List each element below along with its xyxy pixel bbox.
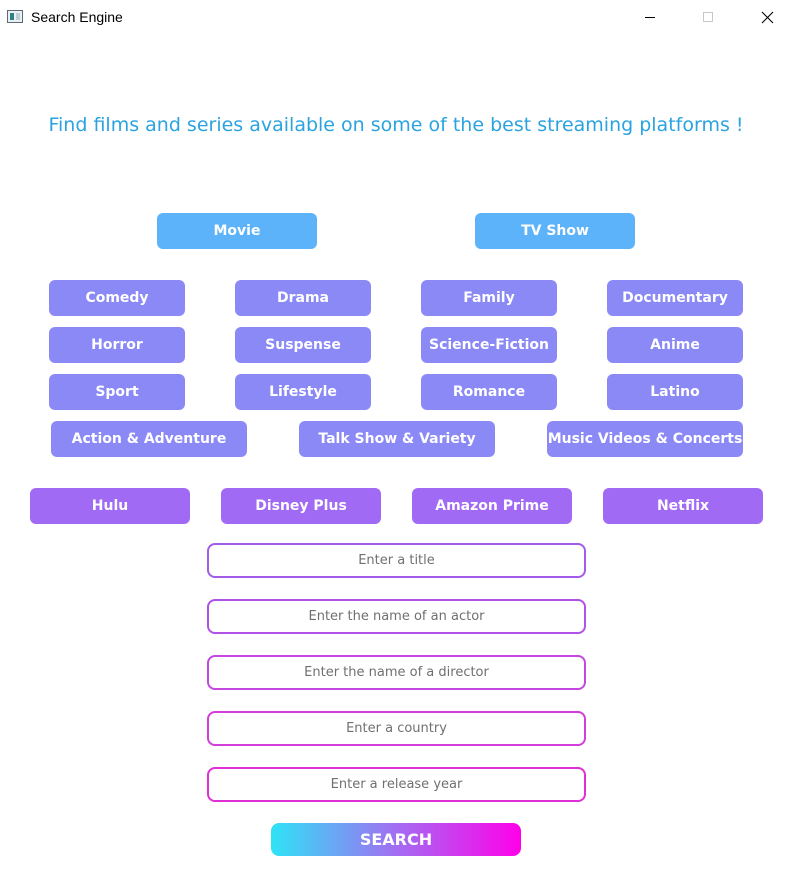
release-year-input[interactable] xyxy=(207,767,586,802)
platform-amazon-prime-button[interactable]: Amazon Prime xyxy=(412,488,572,524)
maximize-icon xyxy=(703,12,713,22)
movie-button[interactable]: Movie xyxy=(157,213,317,249)
genre-comedy-button[interactable]: Comedy xyxy=(49,280,185,316)
genre-action-adventure-button[interactable]: Action & Adventure xyxy=(51,421,247,457)
genre-family-button[interactable]: Family xyxy=(421,280,557,316)
genre-latino-button[interactable]: Latino xyxy=(607,374,743,410)
title-bar: Search Engine xyxy=(0,0,792,34)
search-button[interactable]: SEARCH xyxy=(271,823,521,856)
window-title: Search Engine xyxy=(31,9,123,25)
maximize-button[interactable] xyxy=(685,0,731,34)
country-input[interactable] xyxy=(207,711,586,746)
title-input[interactable] xyxy=(207,543,586,578)
genre-anime-button[interactable]: Anime xyxy=(607,327,743,363)
genre-suspense-button[interactable]: Suspense xyxy=(235,327,371,363)
minimize-button[interactable] xyxy=(627,0,673,34)
genre-talk-show-variety-button[interactable]: Talk Show & Variety xyxy=(299,421,495,457)
actor-input[interactable] xyxy=(207,599,586,634)
genre-horror-button[interactable]: Horror xyxy=(49,327,185,363)
genre-documentary-button[interactable]: Documentary xyxy=(607,280,743,316)
genre-sport-button[interactable]: Sport xyxy=(49,374,185,410)
genre-music-videos-concerts-button[interactable]: Music Videos & Concerts xyxy=(547,421,743,457)
close-icon xyxy=(761,11,773,23)
minimize-icon xyxy=(645,17,655,18)
tv-show-button[interactable]: TV Show xyxy=(475,213,635,249)
platform-hulu-button[interactable]: Hulu xyxy=(30,488,190,524)
platform-disney-plus-button[interactable]: Disney Plus xyxy=(221,488,381,524)
genre-romance-button[interactable]: Romance xyxy=(421,374,557,410)
close-button[interactable] xyxy=(744,0,790,34)
genre-drama-button[interactable]: Drama xyxy=(235,280,371,316)
page-heading: Find films and series available on some … xyxy=(48,114,744,136)
genre-lifestyle-button[interactable]: Lifestyle xyxy=(235,374,371,410)
app-window-icon xyxy=(7,10,23,23)
platform-netflix-button[interactable]: Netflix xyxy=(603,488,763,524)
director-input[interactable] xyxy=(207,655,586,690)
genre-science-fiction-button[interactable]: Science-Fiction xyxy=(421,327,557,363)
